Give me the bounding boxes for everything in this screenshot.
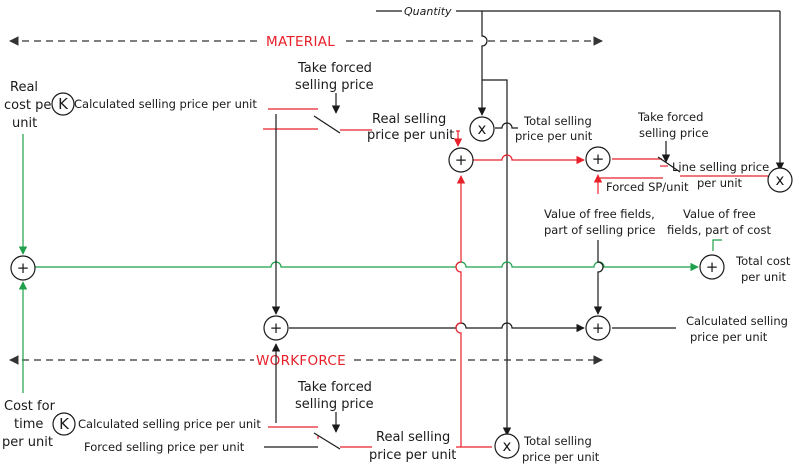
calc-sp-right-label: Calculated selling price per unit: [686, 314, 788, 344]
svg-text:Take forced: Take forced: [637, 110, 703, 124]
sum-node-calc-sp: +: [263, 315, 289, 341]
workforce-divider: WORKFORCE: [9, 353, 603, 369]
total-cost-flow: [35, 261, 699, 272]
forced-sp-label: Forced selling price per unit: [84, 440, 245, 454]
svg-text:K: K: [58, 95, 69, 113]
svg-text:Total selling: Total selling: [523, 434, 592, 448]
svg-text:+: +: [706, 258, 719, 276]
sum-node-line-sp: +: [585, 146, 611, 172]
svg-text:Value of free fields,: Value of free fields,: [544, 207, 655, 221]
take-forced-sp-workforce: Take forced selling price: [295, 380, 374, 412]
sum-node-cost: +: [10, 255, 36, 281]
multiply-node-workforce: x: [494, 433, 520, 459]
svg-text:Total selling: Total selling: [523, 114, 592, 128]
line-sp-label: Line selling price per unit: [672, 160, 769, 190]
svg-text:cost per: cost per: [4, 98, 57, 113]
svg-text:selling price: selling price: [295, 78, 374, 93]
multiply-node-line: x: [767, 167, 793, 193]
svg-text:selling price: selling price: [639, 126, 709, 140]
svg-text:+: +: [17, 259, 30, 277]
calc-sp-material-label: Calculated selling price per unit: [74, 97, 257, 111]
total-cost-label: Total cost per unit: [735, 254, 791, 284]
svg-text:fields, part of cost: fields, part of cost: [667, 223, 771, 237]
svg-text:Real: Real: [10, 80, 38, 95]
svg-text:K: K: [59, 415, 70, 433]
sum-node-total-cost: +: [699, 254, 725, 280]
real-cost-label: Real cost per unit: [4, 80, 57, 131]
real-sp-workforce-label: Real selling price per unit: [369, 430, 456, 463]
material-divider: MATERIAL: [9, 34, 603, 50]
svg-text:+: +: [455, 151, 468, 169]
svg-text:x: x: [478, 120, 487, 138]
free-fields-cost-label: Value of free fields, part of cost: [667, 207, 771, 237]
svg-text:time: time: [14, 417, 43, 432]
svg-text:price per unit: price per unit: [522, 450, 600, 464]
svg-text:per unit: per unit: [697, 176, 743, 190]
svg-text:per unit: per unit: [2, 435, 53, 450]
k-node-workforce: K: [52, 412, 76, 436]
svg-text:Line selling price: Line selling price: [672, 160, 769, 174]
svg-text:+: +: [592, 150, 605, 168]
svg-text:Total cost: Total cost: [735, 254, 791, 268]
forced-sp-unit-label: Forced SP/unit: [606, 180, 689, 194]
svg-text:unit: unit: [12, 116, 37, 131]
svg-text:price per unit: price per unit: [367, 128, 454, 143]
total-sp-material-label: Total selling price per unit: [515, 114, 593, 143]
svg-text:+: +: [270, 319, 283, 337]
take-forced-sp-line: Take forced selling price: [637, 110, 709, 140]
free-fields-sp-label: Value of free fields, part of selling pr…: [544, 207, 656, 237]
total-sp-workforce-label: Total selling price per unit: [522, 434, 600, 464]
workforce-section-label: WORKFORCE: [256, 353, 346, 369]
svg-text:part of selling price: part of selling price: [544, 223, 656, 237]
svg-text:selling price: selling price: [295, 397, 374, 412]
k-node-material: K: [51, 92, 75, 116]
svg-text:price per unit: price per unit: [515, 129, 593, 143]
svg-text:price per unit: price per unit: [690, 330, 768, 344]
svg-text:Real selling: Real selling: [372, 112, 446, 127]
svg-text:Calculated selling: Calculated selling: [686, 314, 788, 328]
calc-sp-workforce-label: Calculated selling price per unit: [78, 417, 261, 431]
svg-text:per unit: per unit: [741, 270, 787, 284]
svg-text:price per unit: price per unit: [369, 448, 456, 463]
svg-text:Value of free: Value of free: [683, 207, 756, 221]
sum-node-total-sp: +: [448, 147, 474, 173]
sum-node-free-fields: +: [585, 315, 611, 341]
svg-text:+: +: [592, 319, 605, 337]
svg-text:Cost for: Cost for: [4, 399, 56, 414]
svg-text:Real selling: Real selling: [376, 430, 450, 445]
svg-text:x: x: [503, 437, 512, 455]
take-forced-sp-material: Take forced selling price: [295, 61, 374, 93]
svg-text:x: x: [776, 171, 785, 189]
cost-for-time-label: Cost for time per unit: [2, 399, 56, 450]
quantity-line: Quantity: [376, 5, 785, 436]
svg-text:Take forced: Take forced: [297, 61, 372, 76]
material-section-label: MATERIAL: [266, 34, 335, 50]
svg-text:Take forced: Take forced: [297, 380, 372, 395]
real-sp-material-label: Real selling price per unit: [367, 112, 454, 143]
multiply-node-material: x: [469, 116, 495, 142]
quantity-label: Quantity: [404, 5, 452, 18]
